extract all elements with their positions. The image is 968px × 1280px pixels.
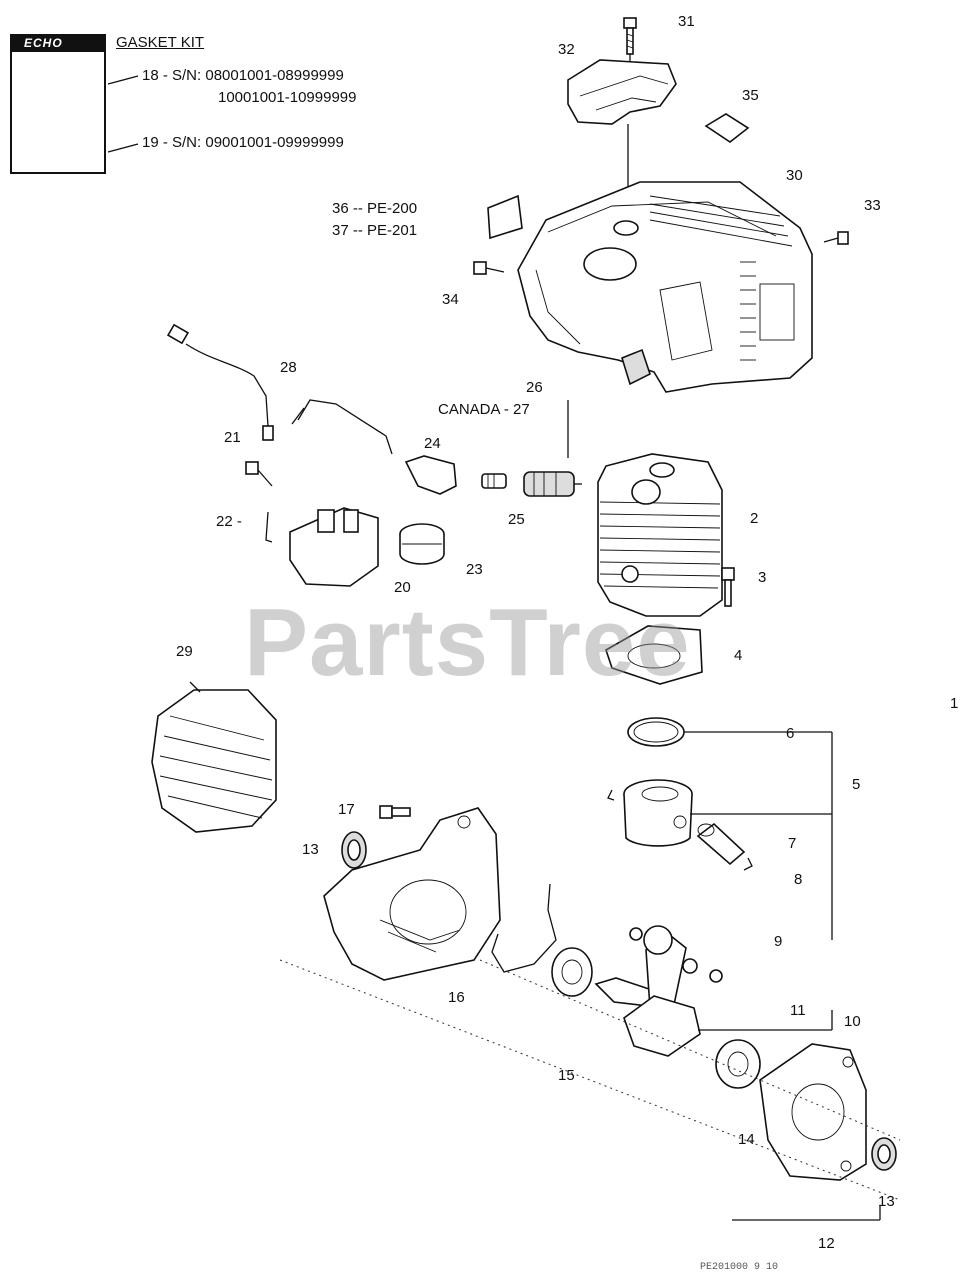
part-13-oil-seal-left [341,831,367,869]
callout-28: 28 [280,359,297,376]
callout-1: 1 [950,695,959,712]
callout-7: 7 [788,835,797,852]
leader-18 [107,75,139,85]
callout-21: 21 [224,429,241,446]
part-7-piston-pin [696,822,746,866]
part-16-gasket [491,883,557,973]
part-14-bearing [715,1039,761,1089]
part-6-piston-ring [627,717,685,747]
callout-29: 29 [176,643,193,660]
callout-23: 23 [466,561,483,578]
part-8-circlip [743,857,753,871]
gasket-kit-line-3: 19 - S/N: 09001001-09999999 [142,134,344,151]
gasket-kit-title: GASKET KIT [116,34,205,51]
part-crankcase-half [323,807,501,981]
part-25-insulator [481,473,507,489]
callout-13-right: 13 [878,1193,895,1210]
part-32-top-cap [567,59,677,125]
note-canada: CANADA - 27 [438,401,530,418]
echo-logo-box: ECHO [10,34,106,174]
assembly-axis-upper [479,959,901,1141]
partstree-watermark: PartsTree [244,589,691,696]
callout-10: 10 [844,1013,861,1030]
part-28-ignition-lead [166,323,274,441]
part-33-screw [823,231,849,245]
callout-17: 17 [338,801,355,818]
callout-12: 12 [818,1235,835,1252]
callout-34: 34 [442,291,459,308]
callout-25: 25 [508,511,525,528]
part-24-intake [291,399,457,495]
part-2-cylinder [597,453,723,617]
part-15-bearing [551,947,593,997]
diagram-code: PE201000 9 10 [700,1262,779,1273]
callout-15: 15 [558,1067,575,1084]
note-pe201: 37 -- PE-201 [332,222,418,239]
callout-32: 32 [558,41,575,58]
note-pe200: 36 -- PE-200 [332,200,418,217]
echo-logo: ECHO [12,36,104,52]
callout-8: 8 [794,871,803,888]
part-34-screw [473,261,505,275]
gasket-kit-line-1: 18 - S/N: 08001001-08999999 [142,67,344,84]
part-3-screw [721,567,735,607]
part-22-clip [265,511,273,543]
part-4-gasket [605,625,703,685]
part-29-flywheel [151,681,277,833]
part-17-bolt [379,805,411,819]
callout-24: 24 [424,435,441,452]
callout-33: 33 [864,197,881,214]
part-circlip-left [607,789,615,801]
callout-31: 31 [678,13,695,30]
callout-13-left: 13 [302,841,319,858]
callout-35: 35 [742,87,759,104]
part-30-cylinder-cover [517,181,813,393]
part-21-screw [245,461,273,487]
callout-4: 4 [734,647,743,664]
part-20-air-cleaner-cover [289,507,379,587]
callout-5: 5 [852,776,861,793]
callout-2: 2 [750,510,759,527]
part-5-piston [623,779,693,847]
callout-30: 30 [786,167,803,184]
callout-6: 6 [786,725,795,742]
callout-20: 20 [394,579,411,596]
part-35-label [704,113,750,143]
part-36-decal [487,194,523,240]
callout-9: 9 [774,933,783,950]
part-11-crankshaft [594,925,723,1057]
callout-14: 14 [738,1131,755,1148]
gasket-kit-line-2: 10001001-10999999 [218,89,357,106]
part-12-crankcase-half [759,1043,867,1181]
part-23-air-filter [399,523,445,565]
callout-16: 16 [448,989,465,1006]
echo-logo-text: ECHO [24,36,63,50]
part-26-spark-plug [523,400,582,497]
leader-19 [107,143,139,153]
part-13-oil-seal-right [871,1137,897,1171]
callout-22: 22 - [216,513,242,530]
callout-26: 26 [526,379,543,396]
callout-11: 11 [790,1002,806,1019]
callout-3: 3 [758,569,767,586]
